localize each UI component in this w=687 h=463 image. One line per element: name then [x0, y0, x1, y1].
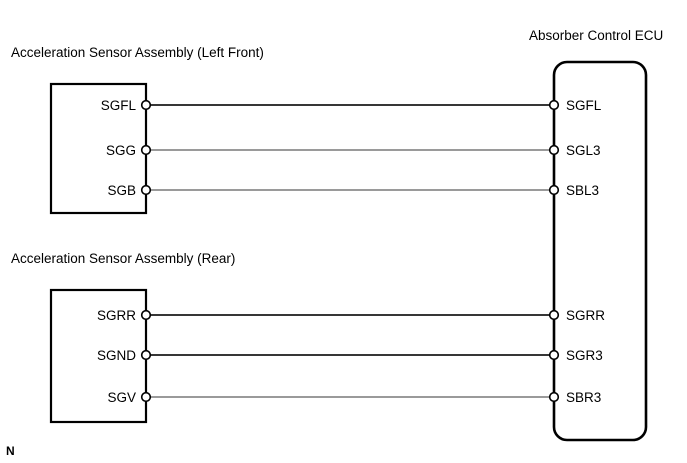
pin-label-sensor-left-front-sgb: SGB: [107, 183, 136, 198]
pin-label-ecu-sgl3: SGL3: [566, 143, 601, 158]
pin-label-sensor-rear-sgrr: SGRR: [97, 308, 136, 323]
sensor-rear-box: [49, 288, 148, 424]
pin-dot-sensor-rear-sgv: [140, 391, 152, 403]
sensor-left-front-title: Acceleration Sensor Assembly (Left Front…: [11, 45, 264, 60]
pin-dot-ecu-sgrr: [548, 309, 560, 321]
pin-label-sensor-left-front-sgfl: SGFL: [101, 98, 137, 113]
pin-dot-sensor-left-front-sgb: [140, 184, 152, 196]
pin-dot-sensor-rear-sgrr: [140, 309, 152, 321]
absorber-control-ecu-box: [552, 60, 648, 442]
pin-label-sensor-rear-sgnd: SGND: [97, 348, 136, 363]
pin-label-ecu-sgrr: SGRR: [566, 308, 605, 323]
pin-label-ecu-sbl3: SBL3: [566, 183, 599, 198]
pin-label-ecu-sgfl: SGFL: [566, 98, 602, 113]
pin-label-ecu-sgr3: SGR3: [566, 348, 603, 363]
sensor-left-front-box: [49, 82, 148, 215]
pin-label-ecu-sbr3: SBR3: [566, 390, 601, 405]
pin-dot-ecu-sgl3: [548, 144, 560, 156]
pin-dot-ecu-sbr3: [548, 391, 560, 403]
pin-dot-ecu-sgr3: [548, 349, 560, 361]
pin-dot-ecu-sbl3: [548, 184, 560, 196]
pin-dot-sensor-left-front-sgfl: [140, 99, 152, 111]
pin-label-sensor-left-front-sgg: SGG: [106, 143, 136, 158]
pin-label-sensor-rear-sgv: SGV: [107, 390, 136, 405]
pin-dot-sensor-left-front-sgg: [140, 144, 152, 156]
absorber-control-ecu-title: Absorber Control ECU: [529, 28, 663, 43]
pin-dot-sensor-rear-sgnd: [140, 349, 152, 361]
pin-dot-ecu-sgfl: [548, 99, 560, 111]
sensor-rear-title: Acceleration Sensor Assembly (Rear): [11, 251, 235, 266]
corner-mark-label: N: [6, 444, 15, 458]
